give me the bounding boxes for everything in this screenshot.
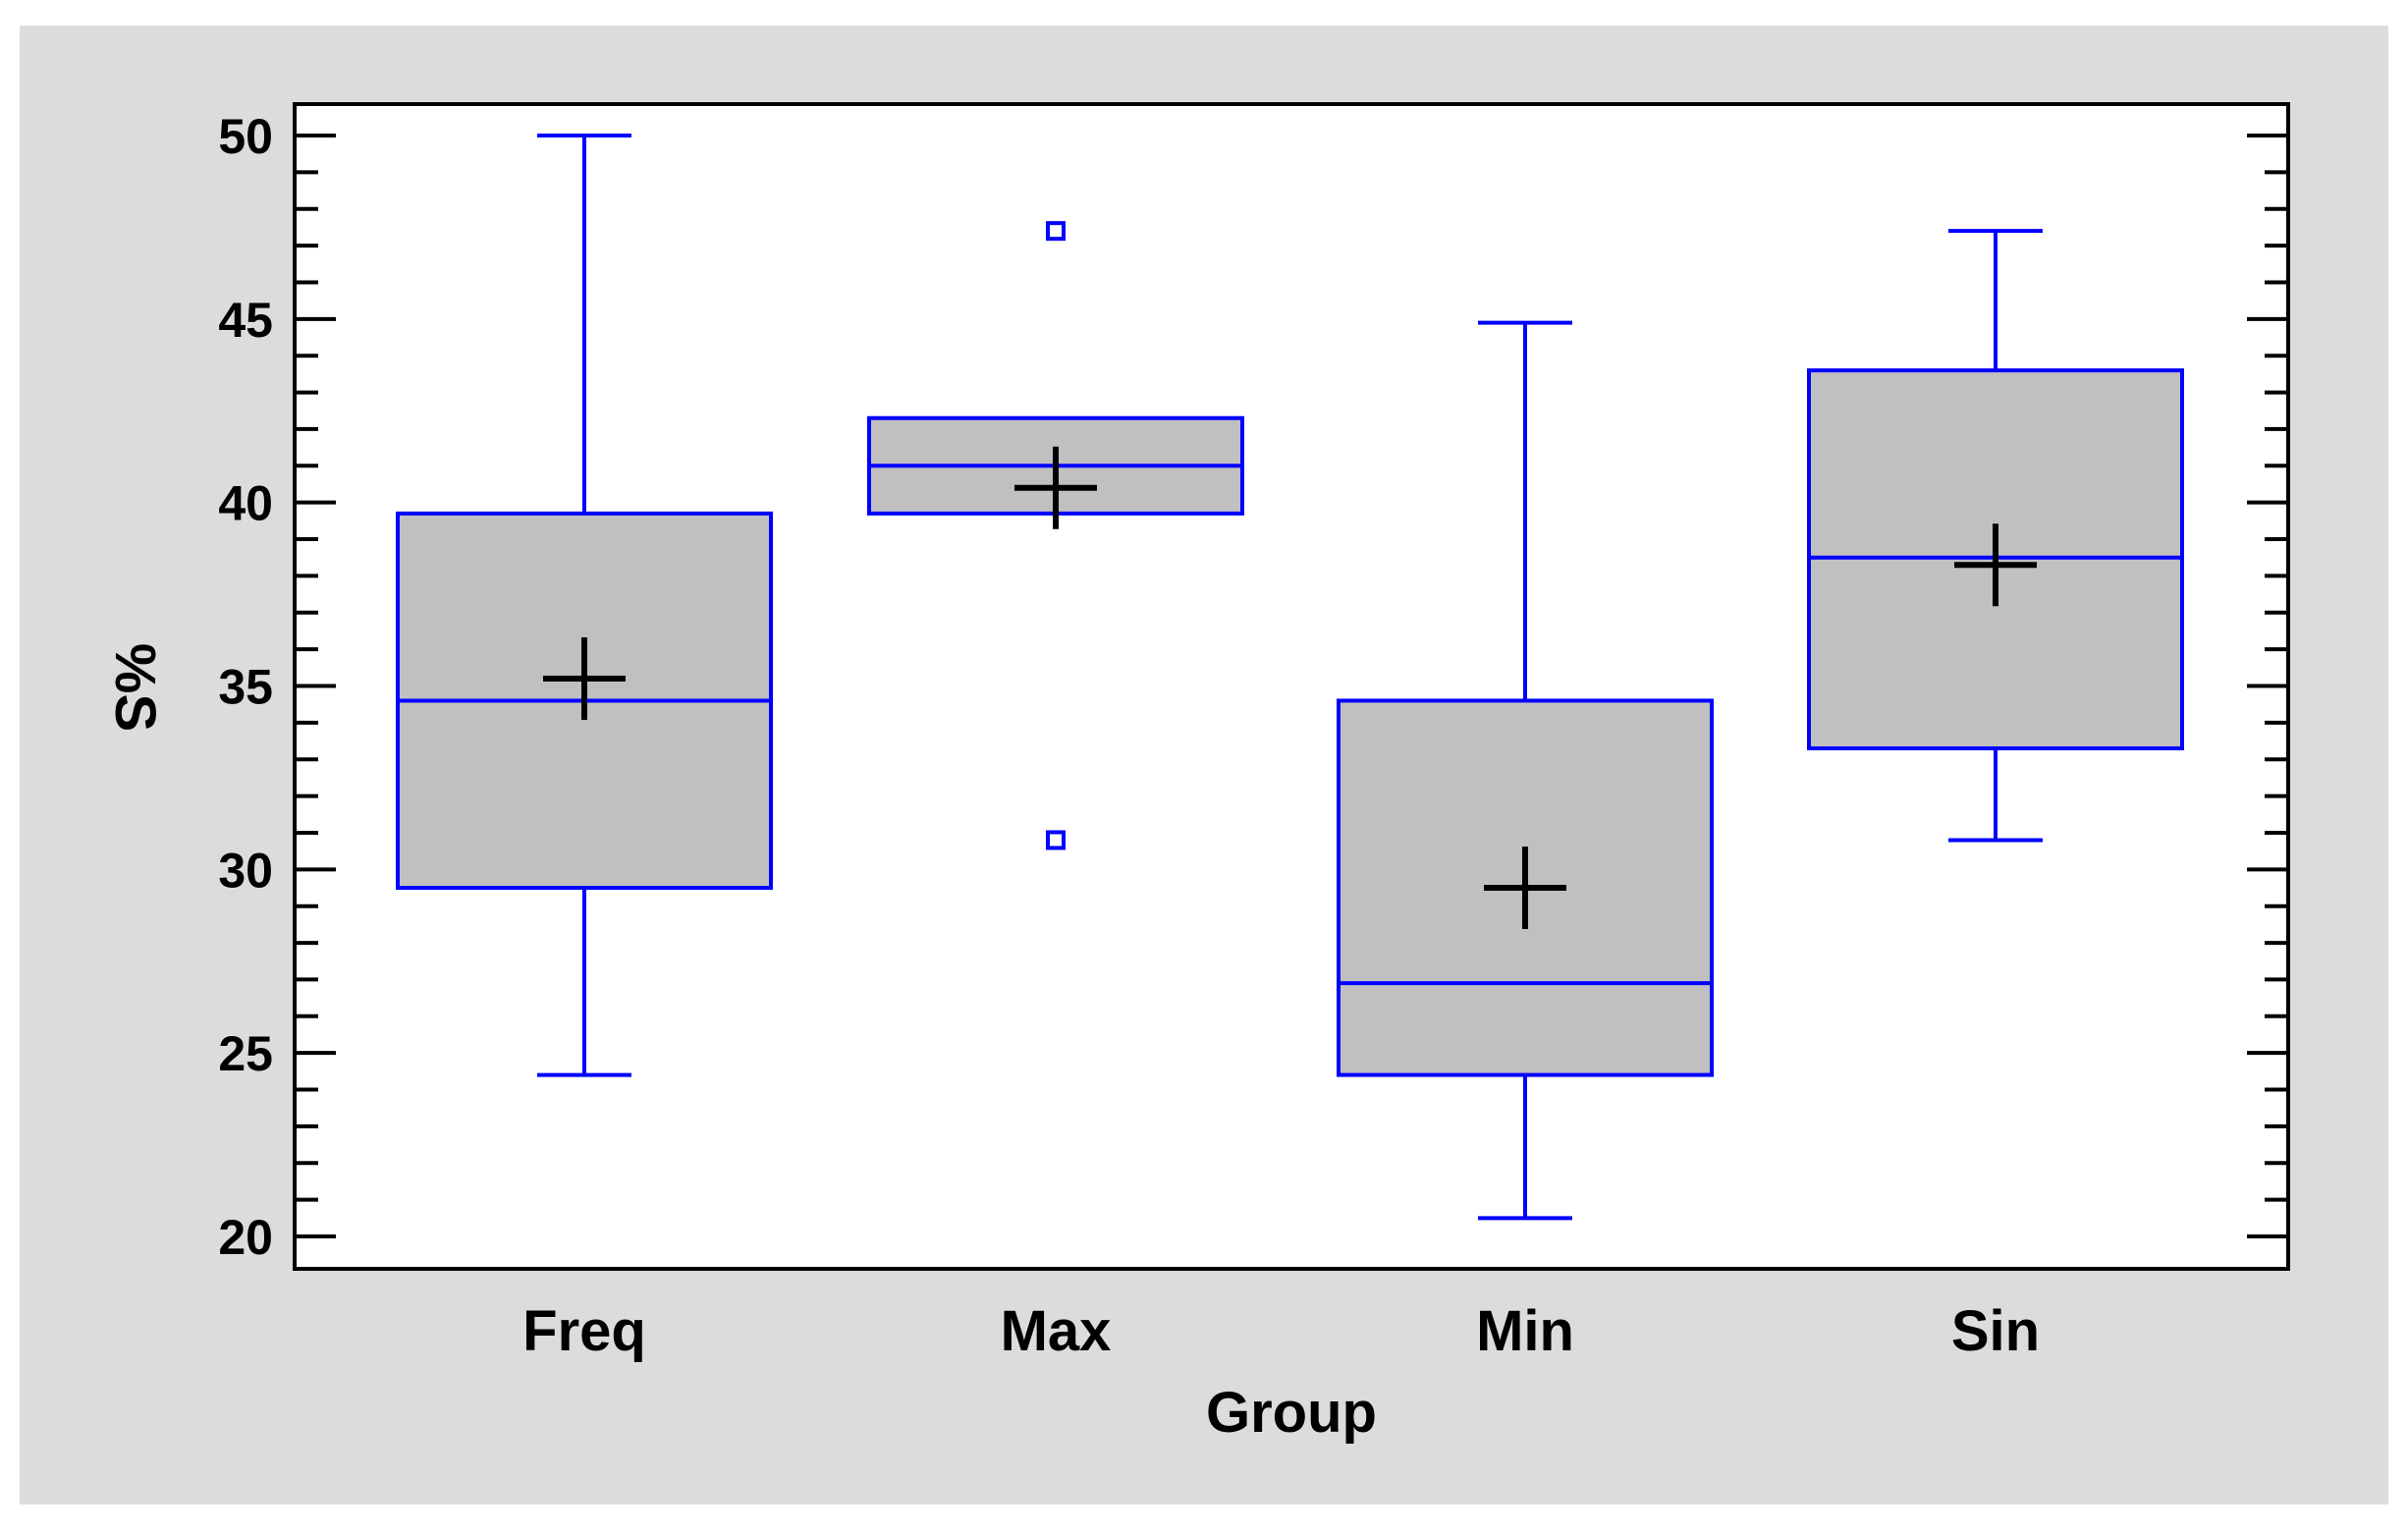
y-tick-label: 45: [218, 293, 273, 348]
y-axis-ticks: 20 25 30 35 40 45 50: [218, 109, 2288, 1265]
y-tick-label: 35: [218, 660, 273, 715]
y-tick-label: 50: [218, 109, 273, 164]
box-group-freq: [396, 134, 773, 1077]
box-group-max: [867, 221, 1244, 850]
y-axis-title: %S: [103, 643, 167, 732]
box-group-min: [1337, 320, 1714, 1221]
y-tick-label: 40: [218, 476, 273, 531]
x-category-label: Max: [1001, 1299, 1112, 1363]
box-group-sin: [1807, 229, 2184, 843]
x-category-label: Freq: [522, 1299, 646, 1363]
x-axis-title: Group: [1206, 1381, 1377, 1445]
x-category-label: Sin: [1951, 1299, 2040, 1363]
outlier-point: [1046, 221, 1066, 242]
category-labels: Freq Max Min Sin: [522, 1299, 2040, 1363]
y-tick-label: 30: [218, 843, 273, 898]
outlier-point: [1046, 830, 1066, 850]
x-category-label: Min: [1476, 1299, 1574, 1363]
y-tick-label: 20: [218, 1210, 273, 1265]
y-tick-label: 25: [218, 1026, 273, 1081]
boxes: [396, 134, 2184, 1221]
